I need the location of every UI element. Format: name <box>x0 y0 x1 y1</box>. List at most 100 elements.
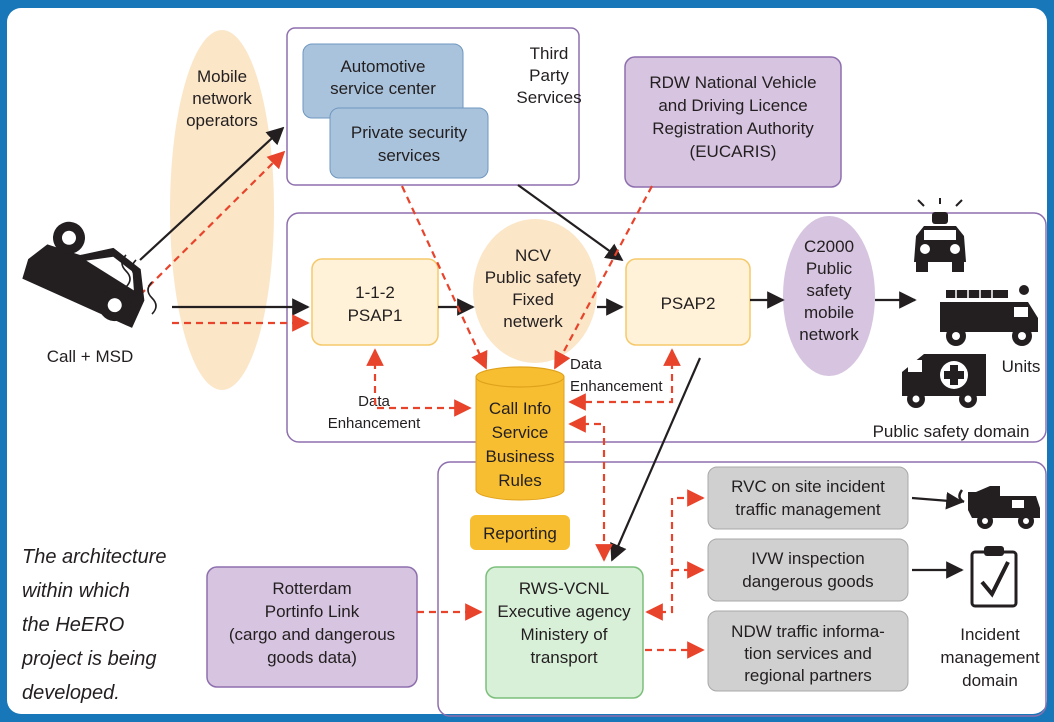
rvc-label: RVC on site incident traffic management <box>731 477 885 519</box>
svg-text:Enhancement: Enhancement <box>570 378 663 395</box>
svg-text:Executive agency: Executive agency <box>497 602 631 621</box>
svg-text:the HeERO: the HeERO <box>22 614 124 636</box>
svg-text:Call Info: Call Info <box>489 399 551 418</box>
incident-domain-label: Incident management domain <box>940 625 1040 690</box>
svg-text:Rules: Rules <box>498 471 541 490</box>
psap1-box <box>311 258 439 346</box>
svg-text:Automotive: Automotive <box>340 57 425 76</box>
public-safety-domain-box <box>286 212 1047 443</box>
svg-text:Business: Business <box>486 447 555 466</box>
svg-text:Public: Public <box>806 259 853 278</box>
c2000-network-ellipse <box>783 216 875 376</box>
svg-text:Third: Third <box>530 44 569 63</box>
arrow-psap2-to-rws <box>610 357 702 562</box>
ivw-box <box>707 538 909 602</box>
svg-text:mobile: mobile <box>804 303 854 322</box>
svg-text:service center: service center <box>330 79 436 98</box>
svg-text:domain: domain <box>962 671 1018 690</box>
mobile-operators-label: Mobile network operators <box>186 67 258 130</box>
svg-text:safety: safety <box>806 281 852 300</box>
red-arrow-third-party-to-db <box>401 185 488 370</box>
svg-text:Public safety: Public safety <box>485 268 582 287</box>
svg-text:Fixed: Fixed <box>512 290 554 309</box>
private-security-label: Private security services <box>351 123 468 165</box>
rotterdam-label: Rotterdam Portinfo Link (cargo and dange… <box>229 579 395 667</box>
ncv-network-ellipse <box>473 219 597 363</box>
reporting-box <box>470 515 570 550</box>
svg-text:within which: within which <box>22 580 130 602</box>
units-label: Units <box>1002 357 1041 376</box>
red-arrow-call-to-third-party <box>139 150 286 296</box>
svg-text:Data: Data <box>570 356 602 373</box>
red-arrow-rws-to-rvc <box>645 489 705 621</box>
svg-text:developed.: developed. <box>22 682 120 704</box>
crash-squiggles <box>121 254 157 315</box>
svg-text:Incident: Incident <box>960 625 1020 644</box>
psap2-box <box>625 258 751 346</box>
svg-text:RVC on site incident: RVC on site incident <box>731 477 885 496</box>
black-arrows <box>139 126 964 579</box>
svg-text:goods data): goods data) <box>267 648 357 667</box>
svg-text:Services: Services <box>516 88 581 107</box>
svg-text:Service: Service <box>492 423 549 442</box>
svg-text:C2000: C2000 <box>804 237 854 256</box>
police-car-icon <box>914 198 966 272</box>
svg-text:1-1-2: 1-1-2 <box>355 283 395 302</box>
svg-text:and Driving Licence: and Driving Licence <box>658 96 807 115</box>
svg-text:Portinfo Link: Portinfo Link <box>265 602 360 621</box>
call-msd-label: Call + MSD <box>47 347 133 366</box>
svg-text:traffic management: traffic management <box>735 500 880 519</box>
svg-text:Ministery of: Ministery of <box>521 625 608 644</box>
private-security-box <box>329 107 489 179</box>
red-arrow-psap1-db <box>366 348 472 417</box>
svg-text:NCV: NCV <box>515 246 552 265</box>
incident-management-domain-box <box>437 461 1047 717</box>
rdw-label: RDW National Vehicle and Driving Licence… <box>649 73 816 161</box>
svg-text:Private security: Private security <box>351 123 468 142</box>
svg-text:Mobile: Mobile <box>197 67 247 86</box>
ndw-label: NDW traffic informa- tion services and r… <box>731 622 885 685</box>
crashed-car-icon <box>22 221 145 328</box>
svg-text:Party: Party <box>529 66 569 85</box>
svg-text:project is being: project is being <box>21 648 157 670</box>
svg-text:services: services <box>378 146 440 165</box>
rvc-box <box>707 466 909 530</box>
red-dashed-arrows <box>139 150 705 659</box>
svg-text:network: network <box>192 89 252 108</box>
svg-text:network: network <box>799 325 859 344</box>
public-safety-domain-label: Public safety domain <box>873 422 1030 441</box>
svg-text:The architecture: The architecture <box>22 546 167 568</box>
fire-truck-icon <box>940 285 1038 346</box>
psap1-label: 1-1-2 PSAP1 <box>348 283 403 325</box>
mobile-operators-ellipse <box>170 30 274 390</box>
third-party-title: Third Party Services <box>516 44 581 107</box>
arrow-third-party-to-psap2 <box>517 184 624 262</box>
ndw-box <box>707 610 909 692</box>
svg-text:dangerous goods: dangerous goods <box>742 572 873 591</box>
ivw-label: IVW inspection dangerous goods <box>742 549 873 591</box>
svg-text:NDW traffic informa-: NDW traffic informa- <box>731 622 885 641</box>
caption: The architecture within which the HeERO … <box>21 546 167 704</box>
svg-text:PSAP1: PSAP1 <box>348 306 403 325</box>
checklist-icon <box>970 546 1018 608</box>
call-info-database <box>475 366 565 501</box>
svg-text:regional partners: regional partners <box>744 666 872 685</box>
svg-text:netwerk: netwerk <box>503 312 563 331</box>
c2000-label: C2000 Public safety mobile network <box>799 237 859 344</box>
rws-vcnl-box <box>485 566 644 699</box>
svg-text:transport: transport <box>530 648 597 667</box>
arrow-rvc-to-tow <box>911 491 964 510</box>
svg-text:IVW inspection: IVW inspection <box>751 549 864 568</box>
rdw-box <box>624 56 842 188</box>
rotterdam-box <box>206 566 418 688</box>
arrow-call-to-third-party <box>139 126 285 261</box>
call-info-label: Call Info Service Business Rules <box>486 399 555 490</box>
svg-text:operators: operators <box>186 111 258 130</box>
red-arrow-rdw-to-db <box>554 185 653 370</box>
svg-text:(cargo and dangerous: (cargo and dangerous <box>229 625 395 644</box>
svg-text:(EUCARIS): (EUCARIS) <box>690 142 777 161</box>
svg-text:management: management <box>940 648 1040 667</box>
ambulance-icon <box>902 354 986 408</box>
psap2-label: PSAP2 <box>661 294 716 313</box>
